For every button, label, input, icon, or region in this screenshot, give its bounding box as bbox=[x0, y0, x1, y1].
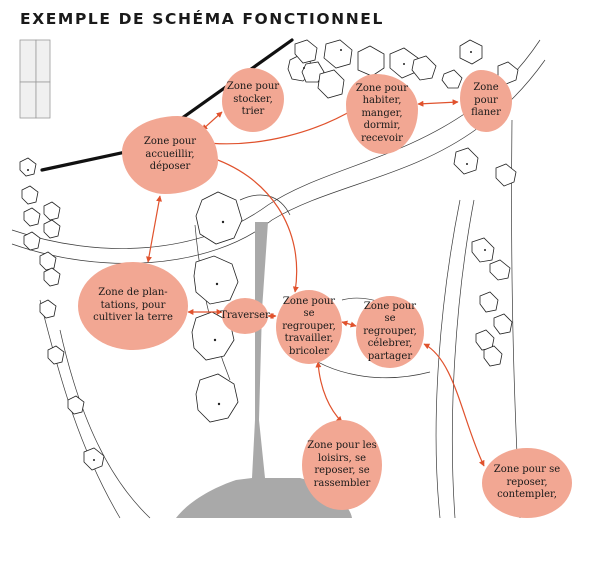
zone-habiter-label: Zone pour habiter, manger, dormir, recev… bbox=[355, 82, 409, 144]
zone-plantations-label: Zone de plan- tations, pour cultiver la … bbox=[93, 287, 173, 324]
zone-stocker-label: Zone pour stocker, trier bbox=[226, 81, 280, 118]
zone-contempler: Zone pour se reposer, contempler, bbox=[482, 448, 572, 518]
zone-traverser: Traverser bbox=[220, 298, 270, 334]
arrow-bricoler-loisirs bbox=[315, 361, 343, 423]
zone-habiter: Zone pour habiter, manger, dormir, recev… bbox=[346, 74, 418, 154]
zone-plantations: Zone de plan- tations, pour cultiver la … bbox=[78, 262, 188, 350]
zone-bricoler: Zone pour se regrouper, travailler, bric… bbox=[276, 290, 342, 364]
buildings bbox=[19, 39, 51, 119]
arrow-celebrer-contempler bbox=[423, 343, 485, 467]
zone-flaner: Zone pour flaner bbox=[460, 70, 512, 132]
arrows bbox=[146, 99, 485, 467]
zone-stocker: Zone pour stocker, trier bbox=[222, 68, 284, 132]
zone-bricoler-label: Zone pour se regrouper, travailler, bric… bbox=[282, 295, 336, 357]
zone-flaner-label: Zone pour flaner bbox=[471, 82, 501, 119]
arrow-bricoler-celebrer bbox=[341, 320, 357, 328]
zone-traverser-label: Traverser bbox=[220, 309, 270, 321]
arrow-accueillir-habiter bbox=[197, 107, 357, 146]
zone-loisirs: Zone pour les loisirs, se reposer, se ra… bbox=[302, 420, 382, 510]
zone-accueillir: Zone pour accueillir, déposer bbox=[122, 116, 218, 194]
arrow-accueillir-plantations bbox=[146, 195, 162, 263]
zone-accueillir-label: Zone pour accueillir, déposer bbox=[143, 136, 197, 173]
zone-celebrer-label: Zone pour se regrouper, célebrer, partag… bbox=[363, 300, 417, 362]
zone-celebrer: Zone pour se regrouper, célebrer, partag… bbox=[356, 296, 424, 368]
zone-loisirs-label: Zone pour les loisirs, se reposer, se ra… bbox=[307, 440, 377, 489]
arrow-accueillir-bricoler bbox=[205, 154, 299, 293]
arrow-habiter-flaner bbox=[417, 99, 459, 107]
diagram-title: EXEMPLE DE SCHÉMA FONCTIONNEL bbox=[20, 10, 384, 28]
zone-contempler-label: Zone pour se reposer, contempler, bbox=[493, 464, 561, 501]
